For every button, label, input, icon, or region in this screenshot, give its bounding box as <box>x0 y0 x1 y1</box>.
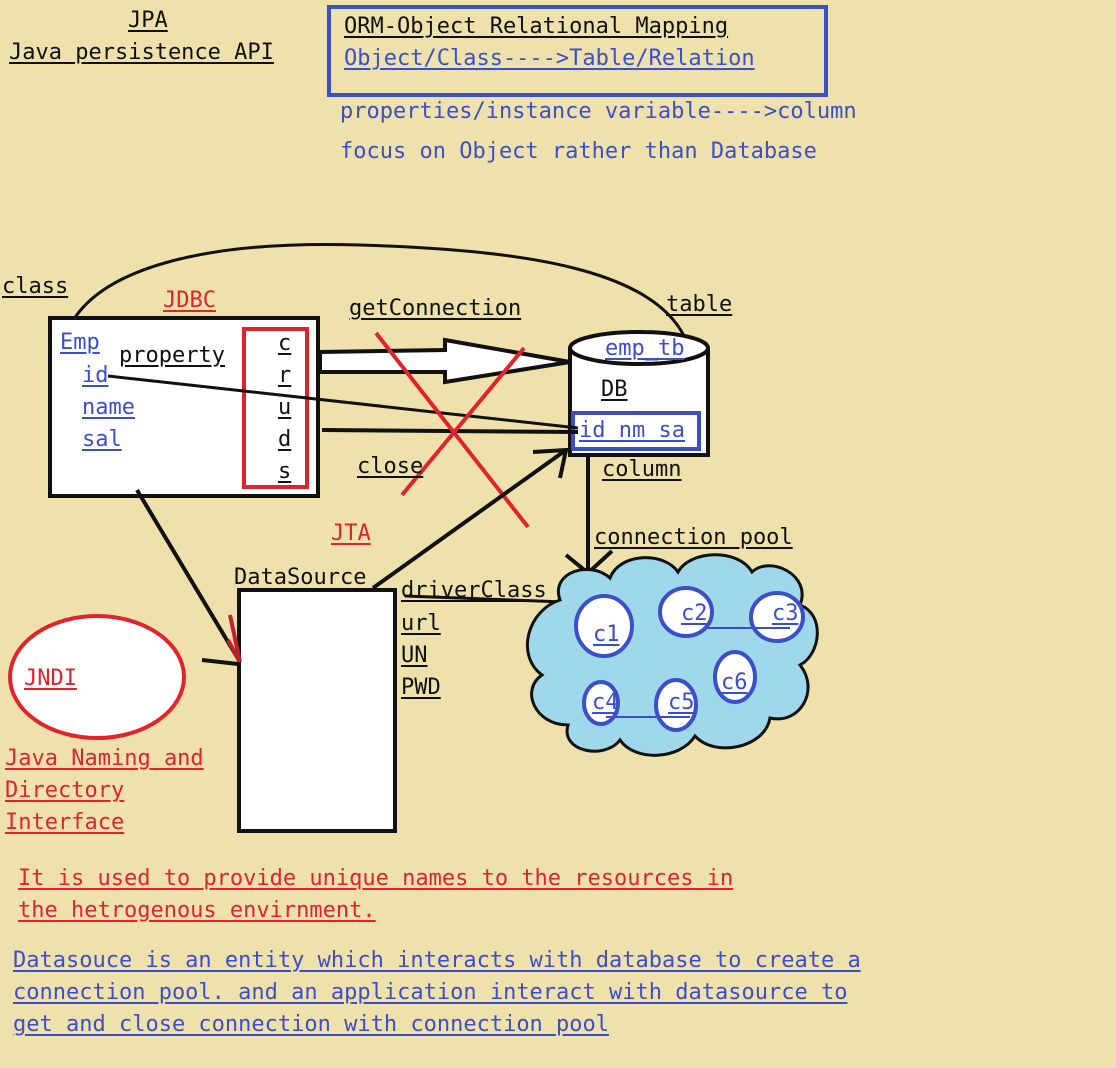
jndi-label: JNDI <box>24 666 77 691</box>
datasource-db-line <box>371 448 568 590</box>
db-label: DB <box>601 377 628 402</box>
jpa-full-label: Java persistence API <box>9 40 274 65</box>
orm-title: ORM-Object Relational Mapping <box>344 14 729 39</box>
connection-c1: c1 <box>593 622 620 647</box>
c6-circle <box>713 650 757 704</box>
connection-c2: c2 <box>681 601 708 626</box>
datasource-note-line2: connection pool. and an application inte… <box>13 980 848 1005</box>
jdbc-label: JDBC <box>163 288 216 313</box>
connection-pool-label: connection pool <box>594 525 793 550</box>
datasource-label: DataSource <box>234 565 367 590</box>
jndi-full-line3: Interface <box>5 810 125 835</box>
table-label: table <box>666 292 733 317</box>
crud-d: d <box>278 427 292 452</box>
property-label: property <box>119 343 225 368</box>
datasource-note-line3: get and close connection with connection… <box>13 1012 610 1037</box>
ds-prop-url: url <box>401 611 441 636</box>
ds-prop-un: UN <box>401 643 428 668</box>
ds-prop-pwd: PWD <box>401 675 441 700</box>
c4-circle <box>582 680 620 726</box>
jndi-datasource-line <box>201 658 239 666</box>
crud-u: u <box>278 395 292 420</box>
datasource-pool-line <box>404 594 565 604</box>
emp-datasource-line <box>135 488 242 664</box>
connection-c5: c5 <box>668 690 695 715</box>
jndi-full-line2: Directory <box>5 778 125 803</box>
datasource-db-arrowhead <box>532 447 569 479</box>
orm-box <box>327 5 828 97</box>
class-table-curve <box>66 243 690 346</box>
c1-circle <box>574 594 634 658</box>
entity-name: Emp <box>60 330 100 355</box>
crud-box <box>242 327 309 489</box>
cross-line-2 <box>400 346 526 497</box>
c2-circle <box>658 586 714 638</box>
orm-mapping: Object/Class---->Table/Relation <box>344 46 755 71</box>
field-sal: sal <box>82 427 122 452</box>
table-name: emp_tb <box>605 336 685 361</box>
get-connection-arrow <box>318 337 571 385</box>
connection-c6: c6 <box>721 670 748 695</box>
connection-c3: c3 <box>772 601 799 626</box>
close-label: close <box>357 454 424 479</box>
column-label: column <box>602 457 682 482</box>
datasource-note-line1: Datasouce is an entity which interacts w… <box>13 948 861 973</box>
connection-c4: c4 <box>592 690 619 715</box>
get-connection-label: getConnection <box>349 296 522 321</box>
jta-label: JTA <box>331 521 371 546</box>
jndi-ellipse <box>8 614 186 740</box>
column-names: id nm sa <box>579 418 685 443</box>
emp-datasource-arrowhead <box>226 614 242 663</box>
jndi-note-line2: the hetrogenous envirnment. <box>18 898 376 923</box>
crud-s: s <box>278 459 292 484</box>
jndi-full-line1: Java Naming and <box>5 746 204 771</box>
close-line <box>321 428 579 434</box>
crud-c: c <box>278 331 292 356</box>
jpa-label: JPA <box>128 8 168 33</box>
property-mapping: properties/instance variable---->column <box>340 99 857 124</box>
focus-note: focus on Object rather than Database <box>340 139 817 164</box>
class-label: class <box>2 274 69 299</box>
crud-r: r <box>278 363 292 388</box>
field-name: name <box>82 395 135 420</box>
id-column-line <box>107 374 579 430</box>
ds-prop-driverclass: driverClass <box>401 578 547 603</box>
jndi-note-line1: It is used to provide unique names to th… <box>18 866 734 891</box>
db-cylinder-top <box>568 330 710 366</box>
field-id: id <box>82 363 109 388</box>
datasource-box <box>237 588 397 833</box>
